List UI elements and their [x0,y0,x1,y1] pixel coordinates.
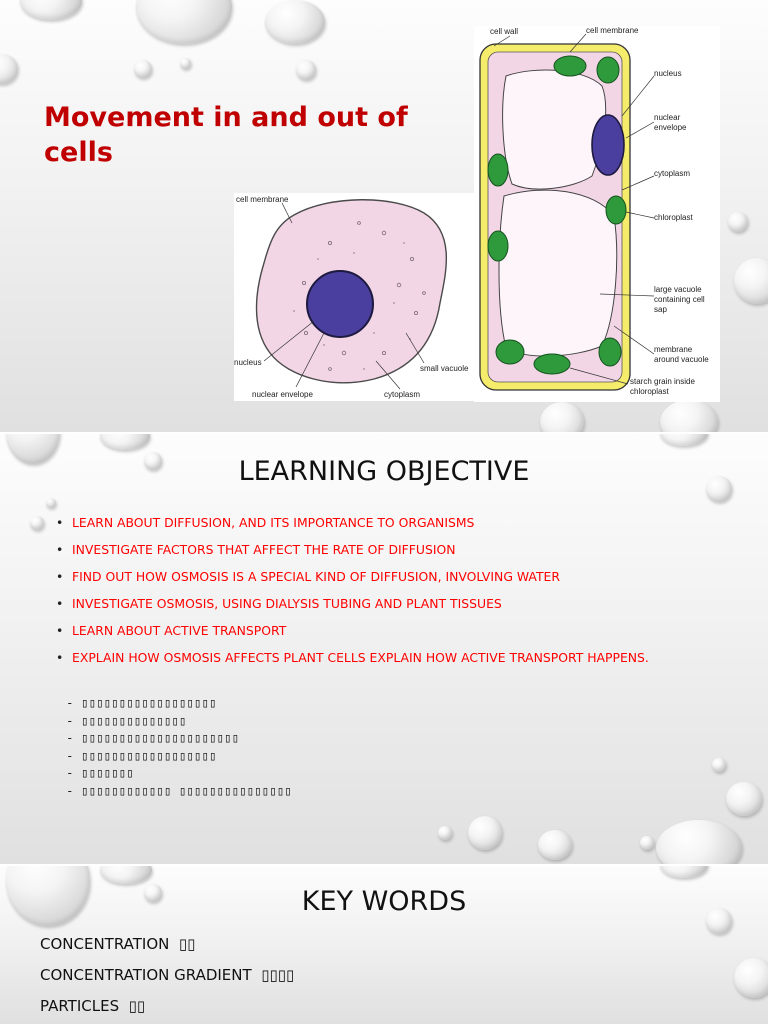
slide-learning-objective: LEARNING OBJECTIVE LEARN ABOUT DIFFUSION… [0,434,768,864]
label-plant-cell-membrane: cell membrane [586,26,639,35]
animal-cell-diagram: cell membrane nucleus nuclear envelope c… [234,195,469,399]
water-drop [728,212,748,232]
list-item: LEARN ABOUT ACTIVE TRANSPORT [56,622,756,649]
water-drop [660,866,708,878]
plant-cell-figure: cell wall cell membrane nucleus nuclear … [474,26,720,402]
water-drop [180,58,191,69]
key-word-term: CONCENTRATION GRADIENT [40,966,252,984]
water-drop [712,758,726,772]
water-drop [726,782,762,816]
label-cell-wall: cell wall [490,27,518,36]
water-drop [706,908,732,934]
water-drop [640,836,654,850]
water-drop [468,816,502,850]
water-drop [734,958,768,998]
water-drop [706,476,732,502]
learning-objective-heading: LEARNING OBJECTIVE [238,456,530,487]
list-item: - ▯▯▯▯▯▯▯▯▯▯▯▯▯▯▯▯▯▯▯▯▯ [66,730,240,745]
key-word-translation: ▯▯▯▯ [261,966,295,984]
label-large-vacuole-2: containing cell [654,295,705,304]
list-item: LEARN ABOUT DIFFUSION, AND ITS IMPORTANC… [56,514,756,541]
label-membrane-vacuole-1: membrane [654,345,693,354]
slide-title: Movement in and out of cells [0,0,768,432]
list-item: FIND OUT HOW OSMOSIS IS A SPECIAL KIND O… [56,568,756,595]
key-word-item: PARTICLES ▯▯ [40,997,145,1015]
label-starch-2: chloroplast [630,387,669,396]
label-large-vacuole-3: sap [654,305,667,314]
plant-chloroplasts [487,55,627,375]
key-word-term: PARTICLES [40,997,120,1015]
key-word-translation: ▯▯ [178,935,196,953]
slide-key-words: KEY WORDS CONCENTRATION ▯▯ CONCENTRATION… [0,866,768,1024]
key-words-heading: KEY WORDS [301,886,467,917]
water-drop [46,498,56,508]
label-small-vacuole: small vacuole [420,364,469,373]
plant-cell-diagram: cell wall cell membrane nucleus nuclear … [479,26,709,396]
label-nuclear-envelope-2: envelope [654,123,687,132]
list-item: INVESTIGATE FACTORS THAT AFFECT THE RATE… [56,541,756,568]
water-drop [296,60,316,80]
objectives-list: LEARN ABOUT DIFFUSION, AND ITS IMPORTANC… [56,514,756,676]
water-drop [660,400,718,432]
key-word-term: CONCENTRATION [40,935,170,953]
slide-title-heading: Movement in and out of cells [44,102,408,168]
plant-vacuole-upper [502,69,607,190]
label-nuclear-envelope: nuclear envelope [252,390,313,399]
list-item: EXPLAIN HOW OSMOSIS AFFECTS PLANT CELLS … [56,649,756,676]
water-drop [30,516,44,530]
label-chloroplast: chloroplast [654,213,693,222]
list-item: - ▯▯▯▯▯▯▯ [66,765,134,780]
label-plant-cytoplasm: cytoplasm [654,169,690,178]
label-cell-membrane: cell membrane [236,195,289,204]
water-drop [144,884,162,902]
label-starch-1: starch grain inside [630,377,695,386]
list-item: - ▯▯▯▯▯▯▯▯▯▯▯▯▯▯▯▯▯▯ [66,695,217,710]
key-word-translation: ▯▯ [128,997,146,1015]
water-drop [20,0,82,20]
water-drop [438,826,452,840]
water-drop [0,54,18,84]
list-item: - ▯▯▯▯▯▯▯▯▯▯▯▯▯▯ [66,712,187,728]
list-item: - ▯▯▯▯▯▯▯▯▯▯▯▯ ▯▯▯▯▯▯▯▯▯▯▯▯▯▯▯ [66,782,292,798]
water-drop [540,402,584,432]
list-item: - ▯▯▯▯▯▯▯▯▯▯▯▯▯▯▯▯▯▯ [66,747,217,763]
plant-nucleus [591,114,625,176]
translated-objectives-list: - ▯▯▯▯▯▯▯▯▯▯▯▯▯▯▯▯▯▯ - ▯▯▯▯▯▯▯▯▯▯▯▯▯▯ - … [66,694,292,799]
water-drop [134,60,152,78]
water-drop [656,820,742,864]
list-item: INVESTIGATE OSMOSIS, USING DIALYSIS TUBI… [56,595,756,622]
label-plant-nucleus: nucleus [654,69,682,78]
water-drop [100,866,152,884]
label-membrane-vacuole-2: around vacuole [654,355,709,364]
label-nuclear-envelope-1: nuclear [654,113,681,122]
label-nucleus: nucleus [234,358,262,367]
water-drop [136,0,232,44]
label-cytoplasm: cytoplasm [384,390,420,399]
water-drop [144,452,162,470]
animal-nucleus [306,270,374,338]
key-word-item: CONCENTRATION ▯▯ [40,935,195,953]
plant-vacuole-lower [498,189,618,357]
water-drop [100,434,150,450]
water-drop [265,0,325,44]
animal-cell-figure: cell membrane nucleus nuclear envelope c… [234,193,480,401]
water-drop [734,258,768,304]
key-word-item: CONCENTRATION GRADIENT ▯▯▯▯ [40,966,294,984]
water-drop [538,830,572,860]
label-large-vacuole-1: large vacuole [654,285,702,294]
water-drop [660,434,708,446]
